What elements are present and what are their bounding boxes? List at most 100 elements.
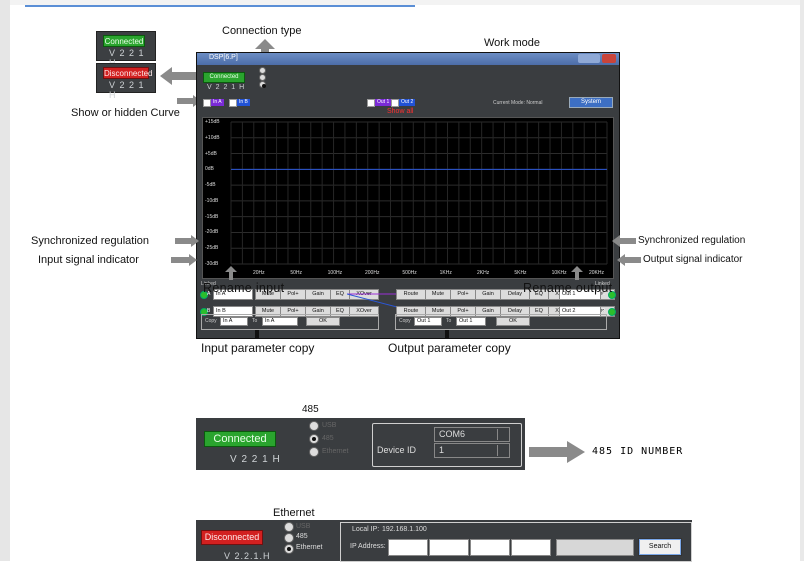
minimize-maximize-buttons[interactable]: [578, 54, 600, 63]
freq-tick-label: 500Hz: [402, 270, 417, 276]
checkbox-curve-in-b[interactable]: [229, 99, 237, 107]
radio-485[interactable]: [259, 74, 266, 81]
copy-ok-button[interactable]: OK: [496, 317, 530, 326]
radio-485[interactable]: [309, 434, 319, 444]
checkbox-curve-out-2[interactable]: [391, 99, 399, 107]
curve-chip-in-b: In B: [237, 99, 250, 106]
ip-octet-1-field[interactable]: [388, 539, 428, 556]
copy-to-select[interactable]: In A: [262, 317, 298, 326]
annotation-output-signal-indicator: Output signal indicator: [643, 254, 743, 265]
arrow-right-icon: [171, 254, 197, 266]
radio-ethernet[interactable]: [284, 544, 294, 554]
show-all-label[interactable]: Show all: [387, 108, 414, 115]
output-1-signal-indicator: [608, 291, 616, 299]
ip-octet-4-field[interactable]: [511, 539, 551, 556]
copy-to-select[interactable]: Out 1: [456, 317, 486, 326]
close-icon[interactable]: [602, 54, 616, 63]
connected-indicator: Connected: [103, 35, 145, 47]
graph-grid: [230, 121, 608, 265]
left-border: [0, 0, 10, 561]
status-sample-connected: Connected V 2 2 1 H: [96, 31, 156, 68]
device-id-select[interactable]: 1: [434, 443, 510, 458]
annotation-485-id-number: 485 ID NUMBER: [592, 446, 684, 457]
freq-tick-label: 2KHz: [477, 270, 490, 276]
db-tick-label: +10dB: [205, 134, 220, 141]
checkbox-curve-in-a[interactable]: [203, 99, 211, 107]
to-label: To: [252, 318, 258, 324]
output-1-mute-button[interactable]: Mute: [425, 289, 451, 300]
device-id-value: 1: [439, 445, 445, 455]
db-tick-label: -25dB: [205, 245, 219, 252]
radio-ethernet[interactable]: [259, 81, 266, 88]
annotation-rename-output: Rename output: [523, 281, 613, 295]
version-label: V 2 2 1 H: [230, 454, 281, 465]
annotation-input-param-copy: Input parameter copy: [201, 341, 315, 355]
local-ip-value: 192.168.1.100: [382, 526, 427, 533]
db-tick-label: -5dB: [205, 182, 216, 189]
version-label: V 2 2 1 H: [109, 80, 145, 100]
freq-tick-label: 10KHz: [551, 270, 567, 276]
system-button[interactable]: System: [569, 97, 613, 108]
input-a-name-field[interactable]: In A: [213, 289, 253, 300]
arrow-up-icon: [225, 266, 237, 280]
version-label: V 2.2.1.H: [224, 551, 271, 561]
checkbox-curve-out-1[interactable]: [367, 99, 375, 107]
ip-octet-3-field[interactable]: [470, 539, 510, 556]
freq-tick-label: 20KHz: [589, 270, 605, 276]
radio-ethernet-label: Ethernet: [322, 448, 349, 455]
arrow-right-icon: [177, 95, 201, 107]
ip-result-field: [556, 539, 634, 556]
connected-indicator: Connected: [203, 72, 245, 83]
arrow-left-icon: [612, 235, 636, 247]
linked-label-right: Linked: [595, 281, 610, 287]
annotation-connection-type: Connection type: [222, 25, 302, 37]
arrow-right-icon: [175, 235, 199, 247]
db-tick-label: +5dB: [205, 150, 217, 157]
pointer-tick: [445, 330, 449, 339]
input-b-xover-button[interactable]: XOver: [349, 306, 379, 317]
copy-from-select[interactable]: Out 1: [414, 317, 442, 326]
annotation-ethernet: Ethernet: [273, 507, 315, 519]
ip-octet-2-field[interactable]: [429, 539, 469, 556]
radio-usb[interactable]: [284, 522, 294, 532]
radio-485-label: 485: [296, 533, 308, 540]
annotation-work-mode: Work mode: [484, 37, 541, 49]
annotation-sync-reg-left: Synchronized regulation: [31, 235, 150, 247]
curve-chip-out-2: Out 2: [399, 99, 416, 106]
ip-address-label: IP Address:: [350, 543, 386, 550]
copy-label: Copy: [399, 318, 411, 324]
copy-from-select[interactable]: In A: [220, 317, 248, 326]
output-1-gain-button[interactable]: Gain: [475, 289, 501, 300]
output-1-id: 1: [602, 291, 605, 297]
input-a-id: A: [207, 291, 211, 297]
output-1-pol-button[interactable]: Pol+: [450, 289, 476, 300]
copy-ok-button[interactable]: OK: [306, 317, 340, 326]
output-1-route-button[interactable]: Route: [396, 289, 426, 300]
db-tick-label: 0dB: [205, 166, 214, 173]
radio-485[interactable]: [284, 533, 294, 543]
to-label: To: [446, 318, 452, 324]
search-button[interactable]: Search: [638, 538, 682, 556]
output-2-name-field[interactable]: Out 2: [559, 306, 601, 317]
radio-usb[interactable]: [309, 421, 319, 431]
copy-label: Copy: [205, 318, 217, 324]
radio-usb-label: USB: [322, 422, 337, 429]
curve-chip-out-1: Out 1: [375, 99, 392, 106]
radio-usb[interactable]: [259, 67, 266, 74]
annotation-output-param-copy: Output parameter copy: [388, 341, 511, 355]
output-copy-bar: Copy Out 1 To Out 1 OK: [395, 314, 607, 330]
annotation-rename-input: Rename input: [203, 281, 285, 295]
input-a-gain-button[interactable]: Gain: [305, 289, 331, 300]
input-b-name-field[interactable]: In B: [213, 306, 253, 317]
output-2-signal-indicator: [608, 308, 616, 316]
chevron-down-icon: [497, 445, 508, 456]
output-1-name-field[interactable]: Out 1: [559, 289, 601, 300]
db-tick-label: -30dB: [205, 261, 219, 267]
routing-lines: [347, 293, 397, 308]
radio-ethernet[interactable]: [309, 447, 319, 457]
arrow-left-icon: [617, 254, 641, 266]
freq-tick-label: 20Hz: [253, 270, 265, 276]
com-port-select[interactable]: COM6: [434, 427, 510, 442]
chevron-down-icon: [497, 429, 508, 440]
db-tick-label: -15dB: [205, 213, 219, 220]
